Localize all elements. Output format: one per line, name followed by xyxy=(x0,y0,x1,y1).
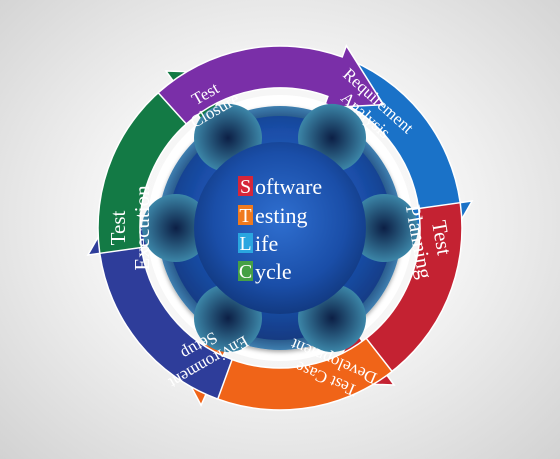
word-cycle: ycle xyxy=(255,259,292,284)
letter-l: L xyxy=(239,233,251,255)
hub-scallop xyxy=(350,194,418,262)
word-life: ife xyxy=(255,231,278,256)
title-line-cycle: C ycle xyxy=(238,259,292,284)
label-test-execution: Test Execution xyxy=(106,185,154,271)
svg-text:Test: Test xyxy=(427,219,457,257)
word-software: oftware xyxy=(255,174,322,199)
hub-scallop xyxy=(142,194,210,262)
word-testing: esting xyxy=(255,203,308,228)
letter-box-l xyxy=(238,233,253,253)
letter-t: T xyxy=(239,205,251,227)
svg-text:Execution: Execution xyxy=(130,185,154,271)
letter-box-s xyxy=(238,176,253,196)
svg-text:Test: Test xyxy=(106,210,130,245)
letter-c: C xyxy=(239,261,252,283)
letter-box-c xyxy=(238,261,253,281)
title-line-testing: T esting xyxy=(238,203,308,228)
center-title: S oftware T esting L ife C ycle xyxy=(238,174,322,284)
hub-inner-face xyxy=(194,142,366,314)
title-line-life: L ife xyxy=(238,231,278,256)
letter-box-t xyxy=(238,205,253,225)
letter-s: S xyxy=(240,176,251,198)
title-line-software: S oftware xyxy=(238,174,322,199)
